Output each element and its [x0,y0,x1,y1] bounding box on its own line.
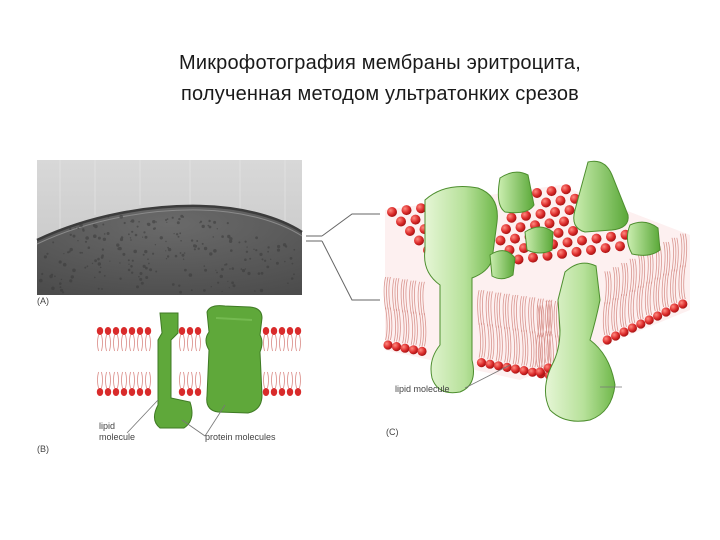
panel-a-tag: (A) [37,296,49,306]
slide-title: Микрофотография мембраны эритроцита, пол… [100,48,660,110]
protein-middle-small [524,226,554,254]
title-line-2: полученная методом ультратонких срезов [181,83,579,105]
protein-molecule-large [205,305,263,414]
protein-label-b: protein molecules [205,432,276,442]
panel-c-tag: (C) [386,427,399,437]
bilayer-panel-b [96,305,302,437]
protein-cut-right [545,262,616,422]
protein-molecule-small [154,312,193,429]
zoom-bracket [306,213,380,301]
panel-b-tag: (B) [37,444,49,454]
protein-tall-back [573,160,629,233]
title-line-1: Микрофотография мембраны эритроцита, [178,52,581,74]
protein-cut-left [424,186,498,394]
lipid-label-b-1: lipid [99,421,115,431]
lipid-bilayer-b [96,327,302,396]
protein-back-left [497,171,535,214]
lipid-label-b-2: molecule [99,432,135,442]
bilayer-panel-c [383,160,690,422]
protein-middle-right [626,221,661,256]
protein-center-small [489,250,516,280]
lipid-heads-front-edge [383,299,688,384]
micrograph-panel-a [36,160,303,295]
lipid-label-c: lipid molecule [395,384,450,394]
